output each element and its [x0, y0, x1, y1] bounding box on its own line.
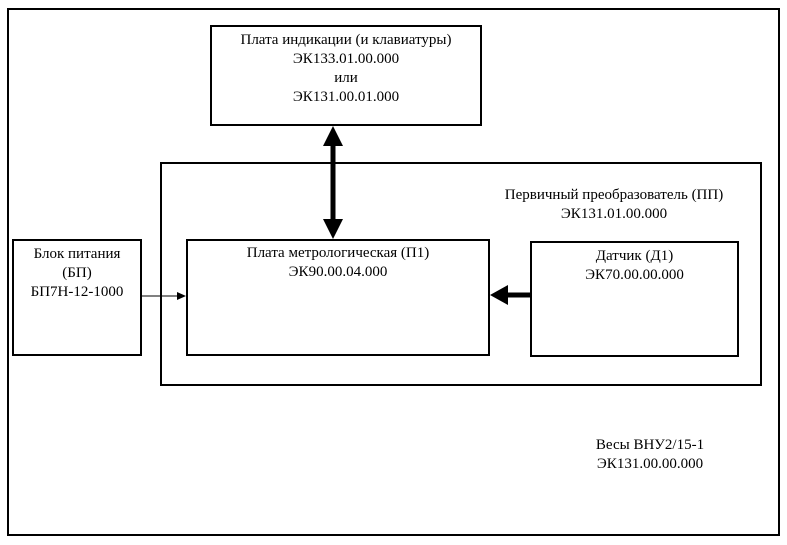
power-to-metrology-arrow — [142, 292, 186, 300]
primary-converter-label: Первичный преобразователь (ПП) ЭК131.01.… — [486, 186, 742, 224]
sensor-to-metrology-arrow — [490, 285, 530, 305]
sensor-code: ЭК70.00.00.000 — [585, 267, 684, 283]
display-board-code1: ЭК133.01.00.000 — [292, 51, 400, 67]
display-board-code2: ЭК131.00.01.000 — [292, 89, 400, 105]
display-board-box — [210, 25, 482, 126]
primary-converter-title: Первичный преобразователь (ПП) — [504, 187, 724, 203]
metrology-board-code: ЭК90.00.04.000 — [288, 264, 388, 280]
power-unit-model: БП7Н-12-1000 — [30, 284, 124, 300]
power-unit-label: Блок питания (БП) БП7Н-12-1000 — [12, 245, 142, 302]
display-board-or: или — [334, 70, 358, 86]
scale-label: Весы ВНУ2/15-1 ЭК131.00.00.000 — [560, 436, 740, 474]
metrology-board-title: Плата метрологическая (П1) — [246, 245, 430, 261]
display-metrology-bidirectional-arrow — [323, 126, 343, 239]
display-board-title: Плата индикации (и клавиатуры) — [240, 32, 452, 48]
scale-frame — [7, 8, 780, 536]
metrology-board-label: Плата метрологическая (П1) ЭК90.00.04.00… — [186, 244, 490, 282]
primary-converter-code: ЭК131.01.00.000 — [560, 206, 668, 222]
primary-converter-box — [160, 162, 762, 386]
sensor-box — [530, 241, 739, 357]
power-unit-box — [12, 239, 142, 356]
scale-code: ЭК131.00.00.000 — [596, 456, 704, 472]
power-unit-title: Блок питания — [33, 246, 121, 262]
sensor-label: Датчик (Д1) ЭК70.00.00.000 — [530, 247, 739, 285]
sensor-title: Датчик (Д1) — [595, 248, 674, 264]
display-board-label: Плата индикации (и клавиатуры) ЭК133.01.… — [210, 31, 482, 107]
metrology-board-box — [186, 239, 490, 356]
scale-title: Весы ВНУ2/15-1 — [595, 437, 705, 453]
power-unit-abbr: (БП) — [62, 265, 92, 281]
